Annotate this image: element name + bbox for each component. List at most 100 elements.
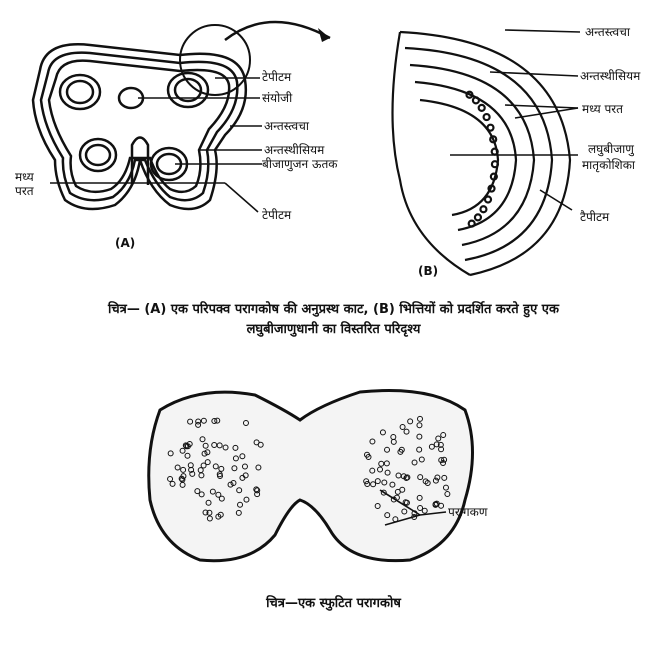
- pollen-grain: [232, 455, 239, 462]
- pollen-grain: [217, 511, 224, 518]
- pollen-grain: [416, 446, 423, 453]
- label-middle-layer-a: मध्य परत: [15, 170, 34, 198]
- label-tapetum-a-bottom: टेपीटम: [262, 208, 292, 222]
- cell-nucleus: [490, 160, 500, 169]
- pollen-grain: [189, 470, 196, 477]
- label-microspore-mother-cell-1: लघुबीजाणु: [588, 142, 634, 156]
- pollen-grain: [374, 478, 381, 485]
- pollen-grain: [416, 422, 423, 429]
- pollen-grain: [379, 429, 386, 436]
- pollen-grain: [384, 512, 391, 519]
- pollen-grain: [216, 442, 223, 449]
- cell-nucleus: [473, 213, 483, 222]
- cell-nucleus: [489, 172, 498, 181]
- pollen-grain: [167, 475, 174, 482]
- pollen-grain: [389, 481, 396, 488]
- cell-nucleus: [479, 205, 488, 214]
- pollen-grain: [167, 450, 174, 457]
- pollen-grain: [399, 486, 406, 493]
- pollen-grain: [200, 462, 207, 469]
- pollen-grain: [218, 465, 225, 472]
- pollen-grain: [384, 469, 391, 476]
- pollen-grain: [174, 464, 181, 471]
- pollen-grain: [403, 428, 410, 435]
- pollen-grain: [180, 466, 187, 473]
- pollen-grain: [398, 446, 405, 453]
- pollen-grain: [195, 421, 202, 428]
- pollen-grain: [200, 417, 207, 424]
- pollen-grain: [194, 488, 201, 495]
- pollen-grain: [417, 505, 424, 512]
- pollen-grain: [242, 419, 249, 426]
- pollen-grain: [253, 439, 260, 446]
- pollen-grain: [402, 499, 409, 506]
- pollen-grain: [441, 474, 448, 481]
- pollen-grain: [435, 435, 442, 442]
- pollen-grain: [364, 480, 371, 487]
- pollen-grain: [416, 433, 423, 440]
- label-pollen-grains: परागकण: [448, 505, 488, 519]
- pollen-grain: [239, 474, 246, 481]
- pollen-grain: [377, 466, 384, 473]
- pollen-grain: [374, 503, 381, 510]
- label-connective: संयोजी: [262, 91, 293, 105]
- cell-nucleus: [465, 90, 474, 99]
- label-epidermis-b: अन्तस्त्वचा: [585, 25, 630, 39]
- cell-nucleus: [467, 219, 476, 228]
- pollen-grain: [209, 488, 216, 495]
- pollen-grain: [206, 515, 213, 522]
- pollen-grain: [179, 447, 186, 454]
- pollen-grain: [434, 474, 441, 481]
- pollen-grain: [438, 457, 445, 464]
- pollen-grain: [183, 443, 190, 450]
- pollen-grain: [390, 438, 397, 445]
- pollen-grain: [214, 417, 221, 424]
- label-endothecium-a: अन्तस्थीसियम: [264, 143, 325, 157]
- pollen-grain: [199, 436, 206, 443]
- pollen-grain: [230, 480, 237, 487]
- pollen-grain: [433, 441, 440, 448]
- pollen-grain: [206, 509, 213, 516]
- pollen-grain: [400, 473, 407, 480]
- pollen-grain: [440, 432, 447, 439]
- pollen-grain: [187, 418, 194, 425]
- pollen-grain: [416, 494, 423, 501]
- pollen-grain: [364, 451, 371, 458]
- pollen-grain: [211, 417, 218, 424]
- cell-nucleus: [486, 123, 495, 132]
- pollen-grain: [444, 491, 451, 498]
- pollen-grain: [180, 473, 187, 480]
- pollen-grain: [432, 501, 439, 508]
- pollen-grain: [188, 466, 195, 473]
- pollen-grain: [421, 507, 428, 514]
- figure-caption-2: चित्र—एक स्फुटित परागकोष: [266, 596, 401, 611]
- pollen-grain: [215, 491, 222, 498]
- pollen-grain: [401, 508, 408, 515]
- panel-label-b: (B): [418, 264, 439, 278]
- pollen-grain: [204, 449, 211, 456]
- panel-label-a: (A): [115, 236, 136, 250]
- pollen-grain: [380, 489, 387, 496]
- cell-nucleus: [487, 184, 496, 193]
- pollen-grain: [369, 467, 376, 474]
- pollen-grain: [202, 509, 209, 516]
- pollen-grain: [235, 509, 242, 516]
- pollen-grain: [202, 442, 209, 449]
- pollen-grain: [378, 460, 385, 467]
- label-microspore-mother-cell-2: मातृकोशिका: [582, 158, 636, 172]
- pollen-grain: [243, 496, 250, 503]
- pollen-grain: [440, 460, 447, 467]
- pollen-grain: [169, 480, 176, 487]
- label-tapetum-a-top: टेपीटम: [262, 70, 292, 84]
- pollen-grain: [231, 465, 238, 472]
- cell-nucleus: [482, 112, 491, 122]
- label-middle-layer-b: मध्य परत: [582, 102, 624, 116]
- pollen-grain: [195, 418, 202, 425]
- pollen-grain: [198, 491, 205, 498]
- pollen-grain: [198, 472, 205, 479]
- pollen-grain: [399, 423, 406, 430]
- pollen-grain: [212, 463, 219, 470]
- pollen-grain: [437, 441, 444, 448]
- pollen-grain: [383, 460, 390, 467]
